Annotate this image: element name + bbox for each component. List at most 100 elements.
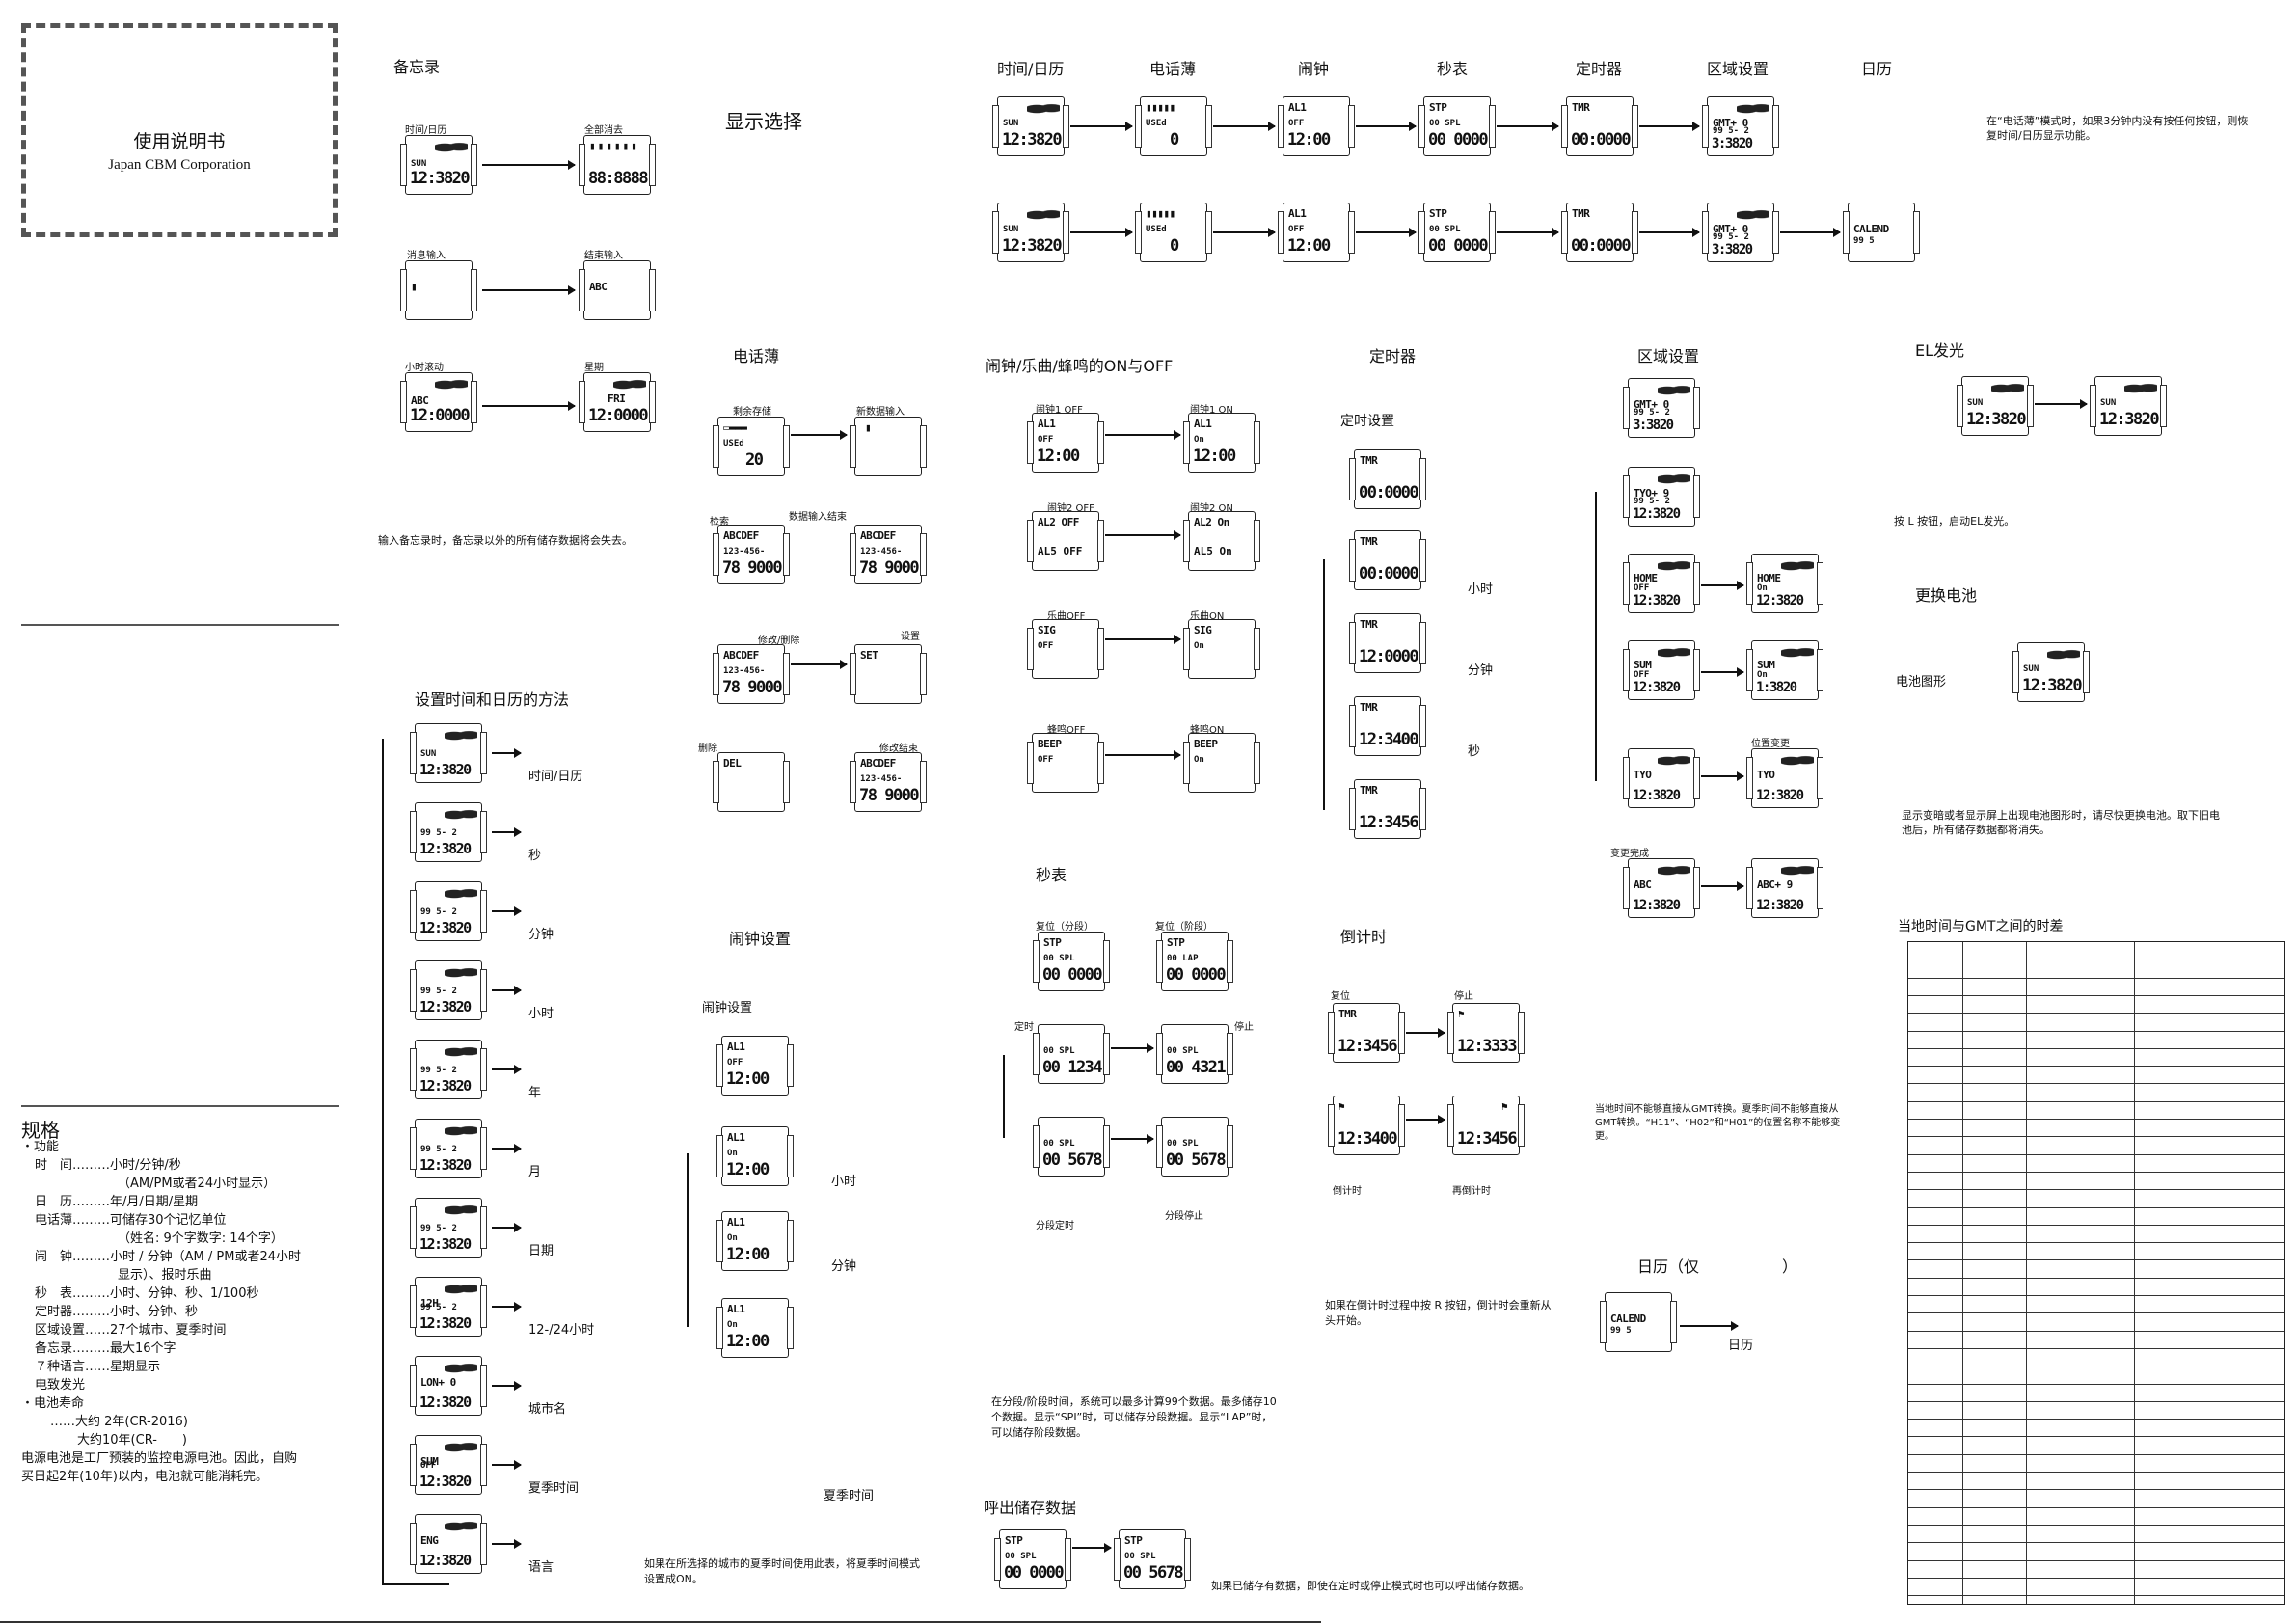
stopwatch-label: 定时 bbox=[1014, 1022, 1034, 1033]
el-heading: EL发光 bbox=[1915, 341, 1965, 360]
memo-label: 星期 bbox=[584, 363, 604, 373]
alarm-label: 闹钟2 OFF bbox=[1047, 503, 1094, 514]
flow-arrow bbox=[1105, 530, 1181, 540]
gmt-table-row bbox=[1908, 1277, 2284, 1279]
flow-line bbox=[687, 1153, 689, 1327]
stopwatch-note: 在分段/阶段时间，系统可以最多计算99个数据。最多储存10个数据。显示“SPL”… bbox=[991, 1395, 1277, 1439]
watch-display: DEL bbox=[713, 752, 790, 812]
flow-arrow bbox=[1356, 122, 1417, 131]
gmt-table-row bbox=[1908, 1524, 2284, 1526]
alarm-set-heading: 闹钟设置 bbox=[729, 930, 792, 948]
spec-line: 电源电池是工厂预装的监控电源电池。因此，自购 bbox=[21, 1451, 298, 1466]
stopwatch-label: 分段定时 bbox=[1036, 1221, 1074, 1231]
phonebook-heading: 电话薄 bbox=[733, 347, 780, 365]
region-heading: 区域设置 bbox=[1637, 347, 1700, 365]
alarm-label: 乐曲ON bbox=[1190, 611, 1225, 622]
divider bbox=[21, 624, 339, 626]
phonebook-label: 新数据输入 bbox=[856, 407, 905, 418]
countdown-label: 再倒计时 bbox=[1452, 1186, 1491, 1197]
flow-arrow bbox=[1701, 771, 1744, 781]
flow-arrow bbox=[492, 1539, 522, 1549]
gmt-table-row bbox=[1908, 1171, 2284, 1173]
gmt-table-row bbox=[1908, 994, 2284, 996]
alarm-onoff-heading: 闹钟/乐曲/蜂鸣的ON与OFF bbox=[986, 357, 1174, 375]
set-time-label: 分钟 bbox=[528, 928, 554, 942]
flow-arrow bbox=[492, 1460, 522, 1470]
stopwatch-label: 复位（分段） bbox=[1036, 922, 1094, 933]
spec-line: 电致发光 bbox=[35, 1378, 86, 1393]
mode-label: 日历 bbox=[1861, 60, 1893, 78]
timer-heading: 定时器 bbox=[1369, 347, 1417, 365]
flow-arrow bbox=[1105, 635, 1181, 644]
stopwatch-label: 停止 bbox=[1234, 1022, 1254, 1033]
spec-line: 闹 钟………小时 / 分钟（AM / PM或者24小时 bbox=[35, 1250, 301, 1264]
set-time-label: 12-/24小时 bbox=[528, 1323, 595, 1338]
recall-note: 如果已储存有数据，即使在定时或停止模式时也可以呼出储存数据。 bbox=[1211, 1580, 1529, 1592]
flow-arrow bbox=[1497, 228, 1559, 237]
phonebook-label: 设置 bbox=[901, 632, 920, 642]
gmt-table-row bbox=[1908, 1066, 2284, 1068]
flow-line bbox=[1323, 559, 1325, 810]
alarm-label: 乐曲OFF bbox=[1047, 611, 1086, 622]
calendar-paren: ） bbox=[1782, 1258, 1798, 1276]
gmt-table-row bbox=[1908, 1224, 2284, 1226]
memo-note: 输入备忘录时，备忘录以外的所有储存数据将会失去。 bbox=[378, 534, 633, 547]
gmt-table-row bbox=[1908, 977, 2284, 979]
flow-arrow bbox=[1497, 122, 1559, 131]
calendar-heading: 日历（仅 bbox=[1637, 1258, 1700, 1276]
phonebook-label: 修改结束 bbox=[879, 744, 918, 754]
el-note: 按 L 按钮，启动EL发光。 bbox=[1894, 515, 2015, 527]
flow-arrow bbox=[492, 906, 522, 916]
gmt-table-row bbox=[1908, 1083, 2284, 1085]
flow-arrow bbox=[492, 827, 522, 837]
flow-arrow bbox=[1780, 228, 1841, 237]
gmt-table-row bbox=[1908, 1242, 2284, 1244]
gmt-table-row bbox=[1908, 1100, 2284, 1102]
watch-display: ⚑12:3333 bbox=[1447, 1003, 1525, 1063]
gmt-table-row bbox=[1908, 1577, 2284, 1579]
gmt-table-row bbox=[1908, 1013, 2284, 1014]
region-label: 变更完成 bbox=[1610, 849, 1649, 859]
set-time-label: 秒 bbox=[528, 849, 542, 863]
mode-label: 电话薄 bbox=[1149, 60, 1197, 78]
set-time-label: 日期 bbox=[528, 1244, 554, 1258]
alarm-label: 蜂鸣ON bbox=[1190, 725, 1225, 736]
flow-arrow bbox=[1356, 228, 1417, 237]
memo-label: 结束输入 bbox=[584, 251, 623, 261]
flow-arrow bbox=[1639, 122, 1700, 131]
flow-arrow bbox=[482, 401, 576, 411]
flow-arrow bbox=[791, 660, 848, 669]
memo-label: 消息输入 bbox=[407, 251, 446, 261]
mode-note: 在“电话薄”模式时，如果3分钟内没有按任何按钮，则恢复时间/日历显示功能。 bbox=[1986, 115, 2249, 142]
spec-line: 电话薄………可储存30个记忆单位 bbox=[35, 1213, 227, 1228]
countdown-label: 倒计时 bbox=[1333, 1186, 1362, 1197]
flow-arrow bbox=[492, 1302, 522, 1312]
gmt-table-row bbox=[1908, 1453, 2284, 1455]
mode-label: 定时器 bbox=[1576, 60, 1623, 78]
countdown-note: 如果在倒计时过程中按 R 按钮，倒计时会重新从头开始。 bbox=[1325, 1299, 1552, 1327]
gmt-heading: 当地时间与GMT之间的时差 bbox=[1898, 919, 2064, 934]
countdown-label: 复位 bbox=[1331, 991, 1350, 1002]
set-time-note: 如果在所选择的城市的夏季时间使用此表，将夏季时间模式设置成ON。 bbox=[644, 1557, 920, 1585]
set-time-label: 城市名 bbox=[528, 1402, 567, 1417]
